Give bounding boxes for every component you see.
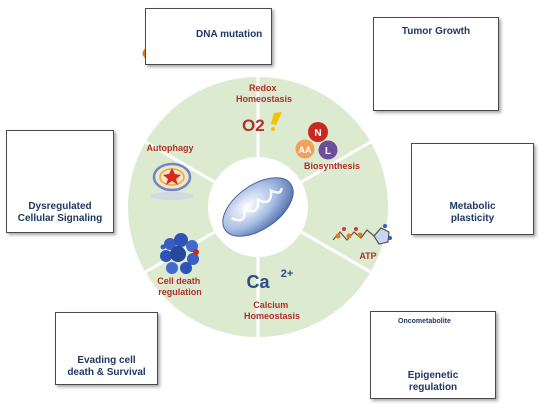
- nal-molecules-icon: N AA L: [295, 122, 338, 160]
- cell-cluster-icon: [160, 233, 199, 274]
- mitochondrion-icon: [222, 177, 294, 237]
- autophagosome-icon: [150, 162, 194, 200]
- oxygen-radical-icon: O2: [242, 112, 282, 135]
- segment-label-atp: ATP: [359, 251, 376, 261]
- segment-label-biosynthesis: Biosynthesis: [304, 161, 360, 171]
- box-cellular-signaling: [6, 130, 114, 233]
- box-title-tumor-growth: Tumor Growth: [401, 26, 471, 37]
- box-epigenetic-regulation: [370, 311, 496, 399]
- segment-label-calcium: Calcium Homeostasis: [244, 300, 300, 321]
- calcium-superscript: 2+: [281, 268, 294, 280]
- box-title-cellular-signaling: Dysregulated Cellular Signaling: [17, 201, 103, 224]
- svg-text:L: L: [325, 146, 331, 157]
- box-title-epigenetic-regulation: Epigenetic regulation: [407, 370, 459, 393]
- segment-label-cell-death: Cell death regulation: [157, 276, 203, 297]
- box-title-evading-cell-death: Evading cell death & Survival: [67, 355, 146, 378]
- atp-molecule-icon: [332, 224, 392, 245]
- svg-text:AA: AA: [299, 145, 312, 155]
- svg-text:N: N: [314, 128, 321, 139]
- box-dna-mutation: [145, 8, 272, 65]
- box-oncometabolite-label: Oncometabolite: [398, 318, 451, 325]
- calcium-symbol: Ca: [246, 272, 270, 292]
- box-evading-cell-death: [55, 312, 158, 385]
- segment-label-redox: Redox Homeostasis: [236, 83, 292, 104]
- box-title-dna-mutation: DNA mutation: [196, 29, 263, 40]
- o2-symbol: O2: [242, 116, 265, 135]
- box-tumor-growth: [373, 17, 499, 111]
- box-title-metabolic-plasticity: Metabolic plasticity: [449, 201, 496, 224]
- segment-label-autophagy: Autophagy: [147, 143, 194, 153]
- box-metabolic-plasticity: [411, 143, 534, 235]
